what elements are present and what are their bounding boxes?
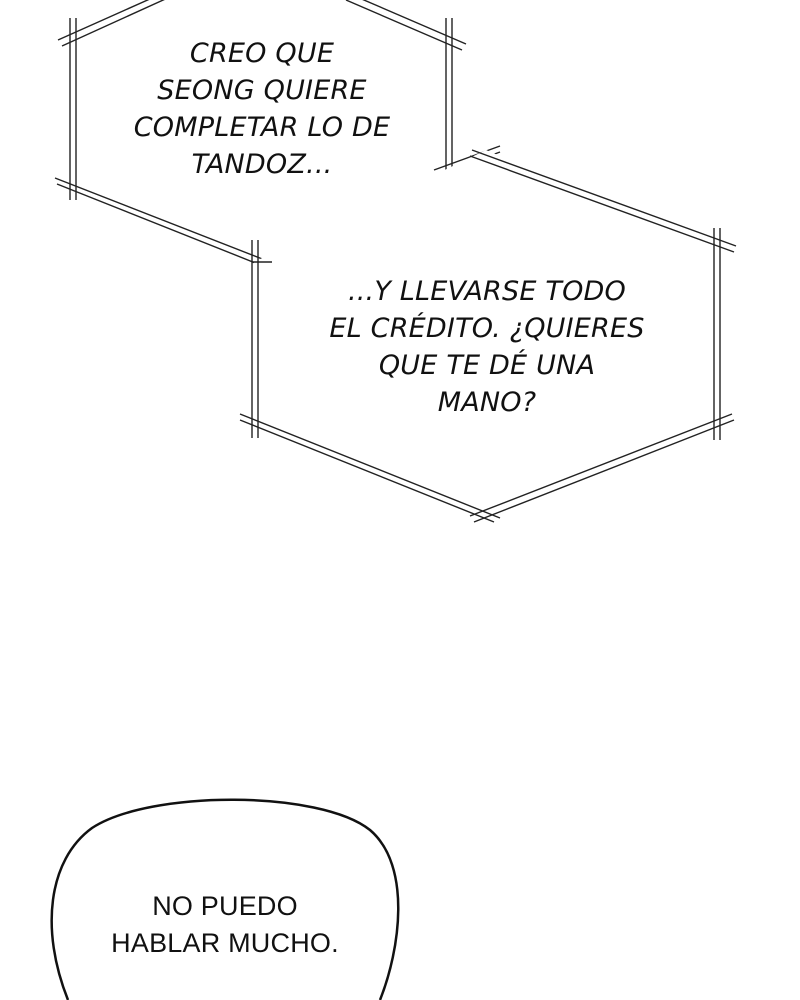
- round-speech-bubble-frame: [50, 798, 400, 1000]
- bubble-line: COMPLETAR LO DE: [133, 112, 391, 143]
- bubble-line: SEONG QUIERE: [157, 75, 367, 106]
- thought-bubble-text-2: ...Y LLEVARSE TODO EL CRÉDITO. ¿QUIERES …: [312, 273, 662, 421]
- thought-bubble-text-1: CREO QUE SEONG QUIERE COMPLETAR LO DE TA…: [112, 35, 412, 183]
- bubble-line: NO PUEDO: [152, 891, 298, 921]
- bubble-line: TANDOZ...: [191, 149, 333, 180]
- bubble-line: ...Y LLEVARSE TODO: [347, 276, 626, 307]
- hexagon-bubble-frame-2: [239, 149, 737, 523]
- bubble-line: QUE TE DÉ UNA: [378, 350, 596, 381]
- bubble-line: CREO QUE: [189, 38, 335, 69]
- speech-bubble-text: NO PUEDO HABLAR MUCHO.: [80, 888, 370, 962]
- bubble-line: EL CRÉDITO. ¿QUIERES: [329, 313, 645, 344]
- bubble-line: MANO?: [437, 387, 537, 418]
- bubble-line: HABLAR MUCHO.: [111, 928, 339, 958]
